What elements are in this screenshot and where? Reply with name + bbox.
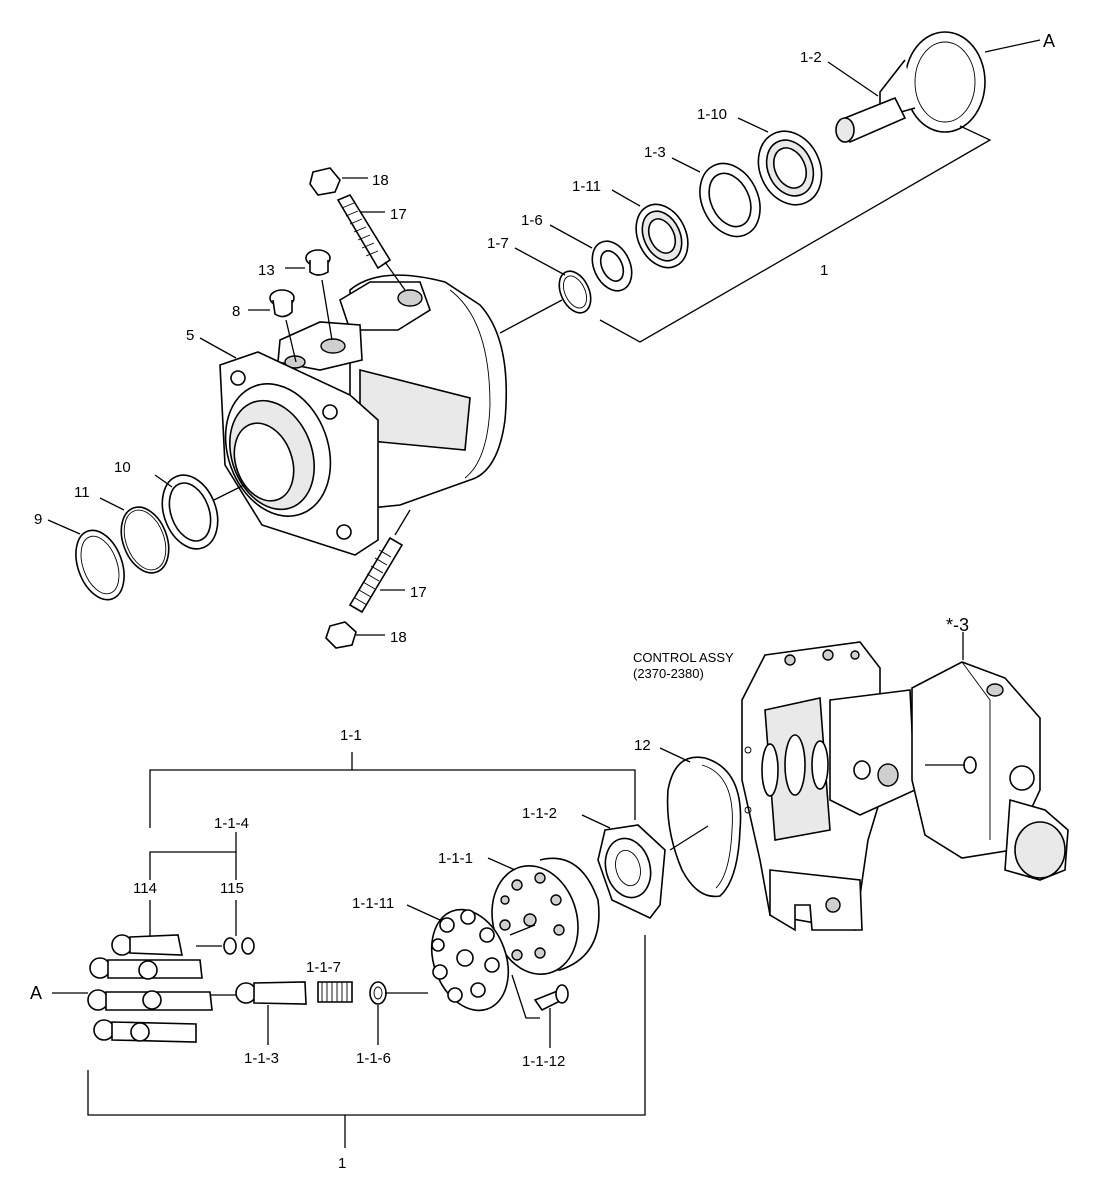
- label-17-bottom: 17: [410, 584, 427, 601]
- washer-1-1-6: [369, 981, 428, 1045]
- ring-10: [154, 474, 245, 550]
- shoe-115: [196, 900, 255, 955]
- label-1-1: 1-1: [340, 727, 362, 744]
- label-1-1-1: 1-1-1: [438, 850, 473, 867]
- stud-17-bottom: [348, 509, 411, 614]
- label-1-6: 1-6: [521, 212, 543, 229]
- label-1-1-2: 1-1-2: [522, 805, 557, 822]
- label-13: 13: [258, 262, 275, 279]
- label-1-7: 1-7: [487, 235, 509, 252]
- label-1-1-4: 1-1-4: [214, 815, 249, 832]
- retainer-plate-1-1-11: [406, 904, 510, 1012]
- label-1-1-11: 1-1-11: [352, 895, 394, 912]
- valve-plate-1-1-2: [581, 814, 666, 919]
- label-1-1-7: 1-1-7: [306, 959, 341, 976]
- label-18-bottom: 18: [390, 629, 407, 646]
- piston-row-4: [93, 1019, 197, 1043]
- label-114: 114: [133, 880, 157, 897]
- label-control-assy-range: (2370-2380): [633, 666, 704, 681]
- label-17-top: 17: [390, 206, 407, 223]
- label-1-1-12: 1-1-12: [522, 1053, 565, 1070]
- label-1-10: 1-10: [697, 106, 727, 123]
- label-1-2: 1-2: [800, 49, 822, 66]
- label-10: 10: [114, 459, 131, 476]
- label-9: 9: [34, 511, 42, 528]
- snap-ring-1-7: [558, 270, 592, 314]
- label-A-bottom: A: [30, 983, 42, 1003]
- label-115: 115: [220, 880, 244, 897]
- control-block-3: [911, 632, 1069, 881]
- piston-row-2: [89, 957, 203, 980]
- label-18-top: 18: [372, 172, 389, 189]
- snap-ring-9: [47, 519, 125, 601]
- spring-1-1-7: [317, 981, 353, 1003]
- piston-row-3: [52, 989, 240, 1011]
- label-1-top: 1: [820, 262, 828, 279]
- label-1-bottom: 1: [338, 1155, 346, 1172]
- cylinder-block-1-1-1: [487, 857, 600, 976]
- piston-1-1-3: [235, 981, 307, 1045]
- plug-18-top: [309, 167, 368, 196]
- label-12: 12: [634, 737, 651, 754]
- label-8: 8: [232, 303, 240, 320]
- screw-1-1-12: [533, 984, 569, 1048]
- label-star-3: *-3: [946, 615, 969, 635]
- label-1-3: 1-3: [644, 144, 666, 161]
- label-5: 5: [186, 327, 194, 344]
- stud-17-top: [336, 193, 406, 291]
- label-A-top: A: [1043, 31, 1055, 51]
- label-11: 11: [74, 484, 90, 501]
- washer-1-6: [591, 240, 633, 292]
- label-control-assy: CONTROL ASSY: [633, 650, 734, 665]
- plug-18-bottom: [325, 621, 385, 649]
- housing-5: [219, 274, 508, 556]
- ring-11: [99, 497, 170, 574]
- shaft-1-2: [835, 31, 986, 144]
- label-1-1-3: 1-1-3: [244, 1050, 279, 1067]
- label-1-11: 1-11: [572, 178, 601, 195]
- ring-1-3: [699, 162, 761, 238]
- plug-8: [248, 289, 297, 363]
- bearing-1-10: [757, 130, 823, 206]
- bearing-1-11: [635, 203, 689, 269]
- piston-114: [111, 900, 183, 956]
- plug-13: [285, 249, 333, 341]
- label-1-1-6: 1-1-6: [356, 1050, 391, 1067]
- o-ring-12: [659, 747, 742, 898]
- control-assy-block: [741, 641, 916, 932]
